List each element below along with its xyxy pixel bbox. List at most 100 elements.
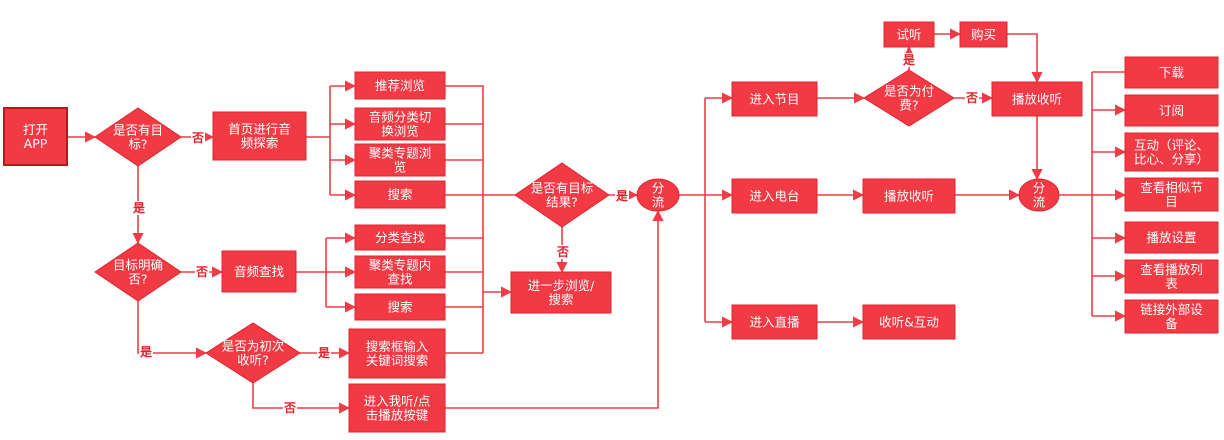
node-shape xyxy=(1124,299,1219,334)
node-cat-find: 分类查找 xyxy=(354,224,446,251)
flowchart-edge-labels: 否是否是是否是否是否 xyxy=(132,53,979,415)
node-label: 打开 xyxy=(23,122,48,137)
node-buy: 购买 xyxy=(959,21,1008,48)
node-label: 进入我听/点 xyxy=(364,394,431,409)
node-subscribe: 订阅 xyxy=(1124,94,1219,127)
edge-label-yes: 是 xyxy=(902,53,916,67)
node-label: 推荐浏览 xyxy=(375,78,425,93)
node-shape xyxy=(205,322,301,384)
node-label: 进入节目 xyxy=(749,92,799,107)
flowchart-edges xyxy=(67,28,1127,414)
connector xyxy=(252,383,351,414)
node-label: 费? xyxy=(899,98,918,113)
edge-label-bg xyxy=(965,91,979,105)
node-split1: 分流 xyxy=(636,178,680,212)
edge-label-bg xyxy=(283,401,297,415)
node-shape xyxy=(863,69,955,127)
node-label: 流 xyxy=(1033,195,1046,210)
node-shape xyxy=(731,81,818,117)
node-label: 目 xyxy=(1165,194,1178,209)
connector xyxy=(445,209,664,409)
flowchart-nodes: 打开APP是否有目标?首页进行音频探索推荐浏览音频分类切换浏览聚类专题浏览搜索目… xyxy=(3,21,1219,433)
node-play1: 播放收听 xyxy=(991,81,1083,117)
node-label: 关键词搜索 xyxy=(366,353,429,368)
edge-label-bg xyxy=(902,53,916,67)
node-label: 下载 xyxy=(1159,65,1185,80)
node-shape xyxy=(354,180,446,209)
node-label: 分类查找 xyxy=(375,230,426,245)
node-label: 表 xyxy=(1165,276,1178,291)
node-label: 结果? xyxy=(546,195,578,210)
node-label: 查找 xyxy=(387,272,413,287)
node-trial: 试听 xyxy=(883,21,935,48)
node-label: 标? xyxy=(128,137,147,152)
edge-label-yes: 是 xyxy=(317,346,331,360)
node-shape xyxy=(1124,132,1219,172)
node-shape xyxy=(354,143,446,177)
connector xyxy=(445,85,484,353)
node-label: 备 xyxy=(1165,316,1178,331)
node-shape xyxy=(991,81,1083,117)
node-interact: 互动（评论、比心、分享） xyxy=(1124,132,1219,172)
node-listen-interact: 收听&互动 xyxy=(862,304,956,340)
node-shape xyxy=(354,224,446,251)
node-label: 是否为付 xyxy=(884,84,934,99)
node-download: 下载 xyxy=(1124,56,1219,89)
node-label: 流 xyxy=(652,195,665,210)
node-shape xyxy=(3,107,68,166)
node-label: 分 xyxy=(652,181,665,196)
node-label: 播放设置 xyxy=(1146,230,1196,245)
node-shape xyxy=(94,242,182,302)
edge-label-bg xyxy=(191,131,205,145)
node-shape xyxy=(514,162,610,228)
node-play-set: 播放设置 xyxy=(1124,221,1219,254)
node-shape xyxy=(1124,259,1219,294)
edge-label-yes: 是 xyxy=(132,201,146,215)
node-shape xyxy=(959,21,1008,48)
node-rec-browse: 推荐浏览 xyxy=(354,71,446,100)
node-label: APP xyxy=(24,136,48,151)
node-label: 购买 xyxy=(971,27,996,42)
node-live: 进入直播 xyxy=(731,304,818,340)
node-label: 播放收听 xyxy=(884,189,934,204)
node-shape xyxy=(731,178,818,214)
node-shape xyxy=(862,304,956,340)
node-label: 是否有目标 xyxy=(531,181,594,196)
node-label: 搜索 xyxy=(387,300,412,315)
node-label: 试听 xyxy=(896,27,921,42)
node-shape xyxy=(1124,177,1219,212)
node-shape xyxy=(510,271,612,314)
node-shape xyxy=(731,304,818,340)
node-label: 否? xyxy=(128,272,147,287)
edge-label-no: 否 xyxy=(283,401,296,415)
edge-label-no: 否 xyxy=(556,245,569,259)
edge-label-no: 否 xyxy=(191,131,204,145)
edge-label-bg xyxy=(615,189,629,203)
node-label: 收听&互动 xyxy=(879,315,939,330)
node-shape xyxy=(212,111,307,161)
node-label: 收听? xyxy=(237,353,269,368)
node-label: 搜索 xyxy=(387,187,412,202)
node-label: 换浏览 xyxy=(381,124,419,139)
node-label: 进入电台 xyxy=(749,189,799,204)
node-label: 搜索 xyxy=(548,292,573,307)
node-radio: 进入电台 xyxy=(731,178,818,214)
node-label: 互动（评论、 xyxy=(1134,138,1209,153)
node-prog: 进入节目 xyxy=(731,81,818,117)
node-label: 查看播放列 xyxy=(1140,262,1203,277)
node-shape xyxy=(94,107,182,167)
edge-label-bg xyxy=(195,265,209,279)
node-split2: 分流 xyxy=(1018,178,1060,212)
node-shape xyxy=(354,71,446,100)
node-label: 频探索 xyxy=(241,136,279,151)
node-shape xyxy=(348,328,446,379)
